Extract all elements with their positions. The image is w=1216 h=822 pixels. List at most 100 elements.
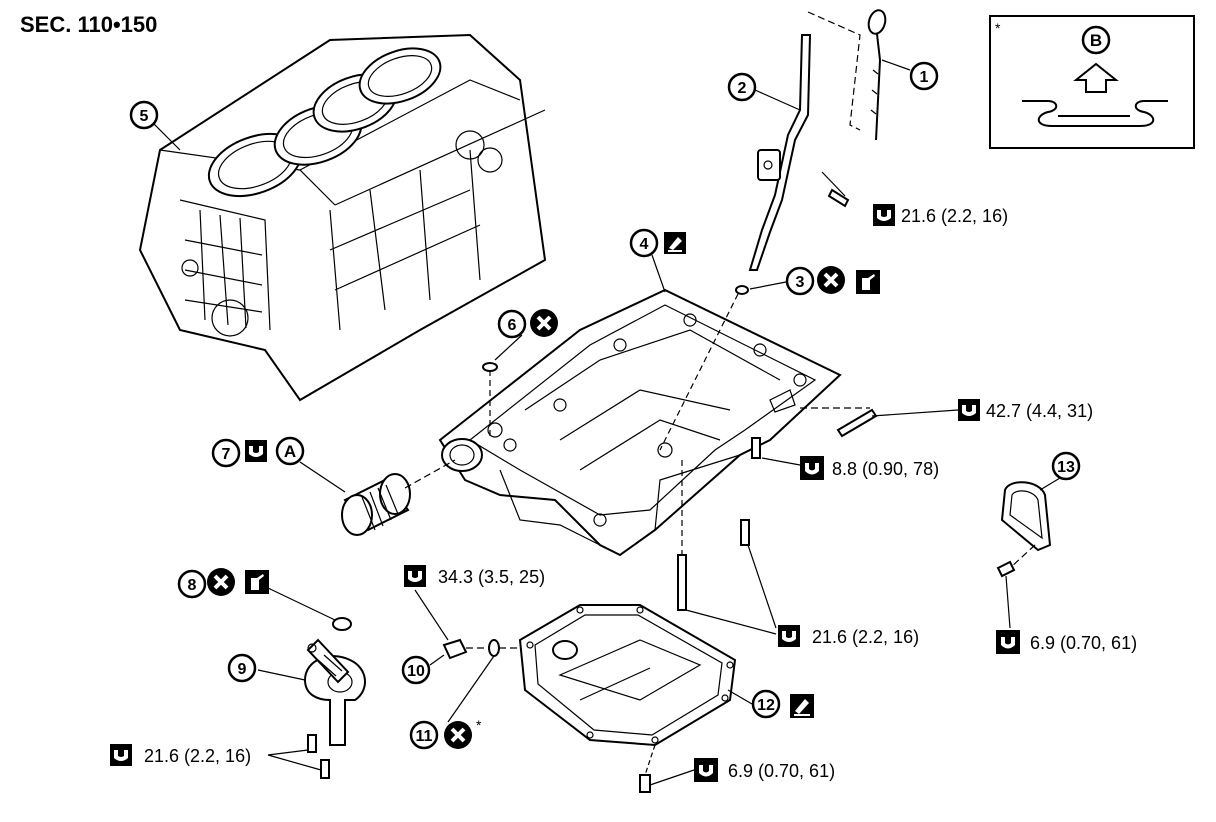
torque-wrench-icon bbox=[873, 204, 895, 226]
torque-wrench-icon bbox=[404, 565, 426, 587]
o-ring-8-leader bbox=[267, 587, 336, 621]
upper-pan-leader bbox=[651, 254, 666, 293]
callout-number: 3 bbox=[796, 274, 805, 291]
guide-bolt-leader bbox=[821, 171, 846, 197]
drain-plug-leader bbox=[414, 589, 449, 641]
callout-1: 1 bbox=[909, 61, 939, 91]
letter-b: B bbox=[1090, 31, 1102, 50]
torque-label-small-bolt: 8.8 (0.90, 78) bbox=[832, 459, 939, 479]
long-bolt-leader-1 bbox=[685, 609, 777, 635]
o-ring-6 bbox=[482, 362, 498, 372]
section-title: SEC. 110•150 bbox=[20, 12, 157, 37]
callout-circle bbox=[211, 438, 241, 468]
callout-5: 5 bbox=[129, 100, 159, 130]
callout-circle bbox=[129, 100, 159, 130]
torque-wrench-icon bbox=[245, 440, 267, 462]
torque-wrench-icon bbox=[778, 625, 800, 647]
strainer-bolt-leader bbox=[267, 749, 322, 771]
callout-circle bbox=[1051, 451, 1081, 481]
callout-number: 12 bbox=[757, 697, 775, 714]
torque-label-long-bolt: 21.6 (2.2, 16) bbox=[812, 627, 919, 647]
oil-level-gauge bbox=[867, 9, 887, 141]
callout-number: 9 bbox=[238, 661, 247, 678]
liquid-gasket-icon bbox=[664, 232, 686, 254]
liquid-gasket-icon bbox=[790, 694, 814, 718]
o-ring-3-leader bbox=[749, 281, 787, 290]
strainer-bolt-1 bbox=[307, 734, 317, 753]
callout-12: 12 bbox=[751, 689, 781, 719]
lower-pan-leader bbox=[727, 689, 753, 705]
callout-circle bbox=[177, 569, 207, 599]
small-bolt-8 bbox=[751, 437, 761, 459]
callout-number: 6 bbox=[508, 317, 517, 334]
callout-number: 1 bbox=[920, 69, 929, 86]
drain-washer bbox=[488, 639, 500, 657]
do-not-reuse-icon bbox=[817, 266, 845, 294]
callout-circle bbox=[401, 655, 431, 685]
oil-filter bbox=[341, 473, 411, 536]
callout-circle bbox=[751, 689, 781, 719]
callout-circle bbox=[629, 228, 659, 258]
cover-bolt-leader bbox=[1005, 575, 1011, 629]
torque-label-cover-bolt: 6.9 (0.70, 61) bbox=[1030, 633, 1137, 653]
callout-number: 4 bbox=[640, 236, 649, 253]
lower-pan-bolt bbox=[639, 774, 651, 793]
callout-8: 8 bbox=[177, 569, 207, 599]
guide-leader bbox=[754, 89, 801, 111]
callout-number: 13 bbox=[1057, 459, 1075, 476]
callout-number: 7 bbox=[222, 446, 231, 463]
side-bolt-leader bbox=[871, 409, 959, 417]
small-bolt-leader bbox=[761, 457, 801, 466]
do-not-reuse-icon bbox=[207, 568, 235, 596]
long-bolt-1 bbox=[677, 554, 687, 611]
asterisk-note: * bbox=[476, 717, 482, 733]
oil-strainer bbox=[303, 638, 366, 746]
callout-number: 2 bbox=[738, 80, 747, 97]
torque-label-side-bolt: 42.7 (4.4, 31) bbox=[986, 401, 1093, 421]
gauge-leader bbox=[881, 59, 911, 71]
torque-wrench-icon bbox=[694, 758, 718, 782]
torque-label-strainer-bolt: 21.6 (2.2, 16) bbox=[144, 746, 251, 766]
torque-wrench-icon bbox=[800, 456, 824, 480]
callout-circle bbox=[227, 653, 257, 683]
cover-bolt-dash bbox=[1009, 544, 1036, 569]
lower-pan-bolt-dash bbox=[644, 744, 656, 776]
gauge-guide-dash bbox=[659, 293, 739, 451]
callout-3: 3 bbox=[785, 266, 815, 296]
strainer-bolt-2 bbox=[320, 759, 330, 779]
letter-b-marker: B bbox=[1081, 25, 1111, 55]
callout-4: 4 bbox=[629, 228, 659, 258]
filter-alignment-line bbox=[404, 459, 456, 489]
callout-13: 13 bbox=[1051, 451, 1081, 481]
do-not-reuse-icon bbox=[444, 721, 472, 749]
callout-6: 6 bbox=[497, 309, 527, 339]
o-ring-3 bbox=[735, 285, 749, 295]
cover-bolt bbox=[996, 560, 1016, 578]
do-not-reuse-icon bbox=[530, 309, 558, 337]
callout-circle bbox=[497, 309, 527, 339]
gauge-alignment-line bbox=[807, 11, 861, 131]
callout-number: 8 bbox=[188, 577, 197, 594]
oil-gauge-guide bbox=[748, 34, 812, 271]
drain-plug bbox=[442, 638, 468, 660]
letter-a: A bbox=[284, 442, 296, 461]
callout-circle bbox=[909, 61, 939, 91]
callout-circle bbox=[785, 266, 815, 296]
torque-wrench-icon bbox=[996, 630, 1020, 654]
callout-7: 7 bbox=[211, 438, 241, 468]
long-bolt-leader-2 bbox=[747, 544, 777, 629]
guide-bolt bbox=[827, 188, 850, 208]
filter-leader bbox=[299, 461, 346, 493]
torque-label-lower-pan-bolt: 6.9 (0.70, 61) bbox=[728, 761, 835, 781]
torque-wrench-icon bbox=[958, 399, 980, 421]
cover-13 bbox=[1000, 481, 1052, 552]
torque-label-drain-plug: 34.3 (3.5, 25) bbox=[438, 567, 545, 587]
cover-leader bbox=[1039, 477, 1061, 491]
upper-oil-pan bbox=[438, 288, 842, 557]
torque-wrench-icon bbox=[110, 744, 132, 766]
callout-11: 11 bbox=[409, 720, 439, 750]
lower-pan-bolt-leader bbox=[649, 769, 695, 786]
